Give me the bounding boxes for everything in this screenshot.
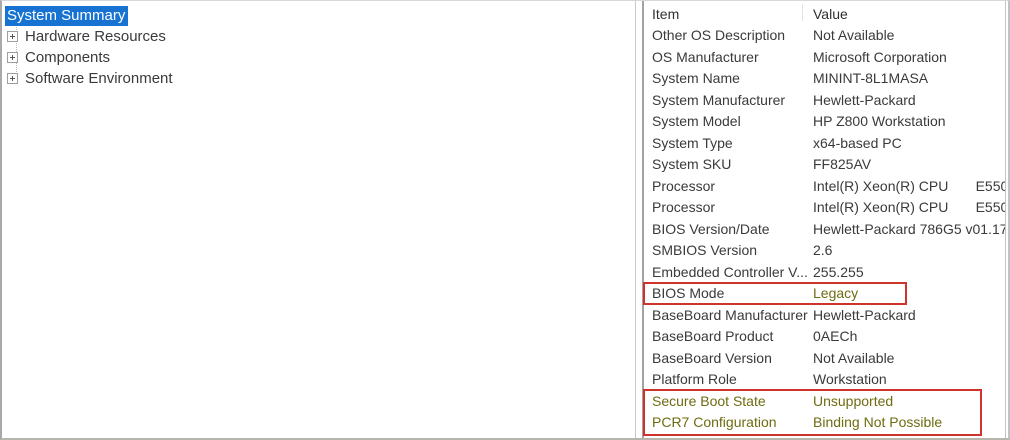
row-value: 2.6 <box>813 242 833 258</box>
row-item-label: BaseBoard Product <box>652 328 774 344</box>
row-value: Intel(R) Xeon(R) CPU E5506 @ 2.13GHz <box>813 199 1005 215</box>
tree-item-system-summary[interactable]: System Summary <box>2 5 635 26</box>
row-value: MININT-8L1MASA <box>813 70 929 86</box>
row-item-label: BIOS Version/Date <box>652 220 770 237</box>
row-value: Microsoft Corporation <box>813 48 947 65</box>
table-row[interactable]: Embedded Controller V... 255.255 <box>644 262 1005 284</box>
tree-item-label: Hardware Resources <box>25 28 166 45</box>
row-item-label: System Type <box>652 134 733 151</box>
column-header-item[interactable]: Item <box>652 6 680 22</box>
table-row[interactable]: System Name MININT-8L1MASA <box>644 68 1005 90</box>
row-item-label: Processor <box>652 199 716 215</box>
row-item-label: Platform Role <box>652 371 737 387</box>
row-item-label: BaseBoard Version <box>652 349 772 366</box>
row-value: Not Available <box>813 349 895 366</box>
tree-item-label-selected: System Summary <box>5 5 129 26</box>
row-value: Intel(R) Xeon(R) CPU E5506 @ 2.13GHz <box>813 177 1005 194</box>
row-item-label: OS Manufacturer <box>652 48 759 65</box>
pane-splitter[interactable] <box>637 1 642 438</box>
column-separator <box>802 4 803 21</box>
row-item-label: System Name <box>652 70 740 86</box>
table-row[interactable]: System Type x64-based PC <box>644 133 1005 155</box>
row-value: Workstation <box>813 371 887 387</box>
row-value: Hewlett-Packard <box>813 306 916 323</box>
row-item-label: System Manufacturer <box>652 91 786 108</box>
table-row[interactable]: BIOS Mode Legacy <box>644 283 1005 305</box>
row-item-label: Other OS Description <box>652 27 786 43</box>
table-row[interactable]: PCR7 Configuration Binding Not Possible <box>644 412 1005 434</box>
row-item-label: System Model <box>652 113 741 129</box>
row-value: Hewlett-Packard <box>813 91 916 108</box>
row-item-label: Embedded Controller V... <box>652 263 808 280</box>
table-row[interactable]: Platform Role Workstation <box>644 369 1005 391</box>
table-row[interactable]: BaseBoard Version Not Available <box>644 348 1005 370</box>
row-value: x64-based PC <box>813 134 902 151</box>
table-row[interactable]: Processor Intel(R) Xeon(R) CPU E5506 @ 2.… <box>644 176 1005 198</box>
expand-plus-icon[interactable] <box>7 73 18 84</box>
row-item-label: Secure Boot State <box>652 392 766 409</box>
table-row[interactable]: Other OS Description Not Available <box>644 25 1005 47</box>
row-item-label: BIOS Mode <box>652 285 725 301</box>
row-item-label: PCR7 Configuration <box>652 414 777 430</box>
table-row[interactable]: System Model HP Z800 Workstation <box>644 111 1005 133</box>
tree-item-label: Components <box>25 49 111 66</box>
navigation-tree-pane: System Summary Hardware Resources Compon… <box>2 1 636 438</box>
tree-item-components[interactable]: Components <box>2 47 635 68</box>
row-item-label: Processor <box>652 177 716 194</box>
row-value: Binding Not Possible <box>813 414 943 430</box>
row-value: Not Available <box>813 27 895 43</box>
table-row[interactable]: Secure Boot State Unsupported <box>644 391 1005 413</box>
table-row[interactable]: System Manufacturer Hewlett-Packard <box>644 90 1005 112</box>
expand-plus-icon[interactable] <box>7 52 18 63</box>
row-value: HP Z800 Workstation <box>813 113 946 129</box>
row-value: Legacy <box>813 285 859 301</box>
tree-item-software-environment[interactable]: Software Environment <box>2 68 635 89</box>
tree-item-hardware-resources[interactable]: Hardware Resources <box>2 26 635 47</box>
tree-connector-line <box>16 23 17 80</box>
table-row[interactable]: Processor Intel(R) Xeon(R) CPU E5506 @ 2.… <box>644 197 1005 219</box>
row-value: Unsupported <box>813 392 894 409</box>
navigation-tree: System Summary Hardware Resources Compon… <box>2 1 635 89</box>
row-item-label: BaseBoard Manufacturer <box>652 306 808 323</box>
table-row[interactable]: OS Manufacturer Microsoft Corporation <box>644 47 1005 69</box>
table-row[interactable]: BIOS Version/Date Hewlett-Packard 786G5 v… <box>644 219 1005 241</box>
row-value: FF825AV <box>813 156 872 172</box>
table-row[interactable]: System SKU FF825AV <box>644 154 1005 176</box>
table-row[interactable]: SMBIOS Version 2.6 <box>644 240 1005 262</box>
row-item-label: SMBIOS Version <box>652 242 758 258</box>
tree-item-label: Software Environment <box>25 70 173 87</box>
column-header-value[interactable]: Value <box>813 6 848 22</box>
row-value: 255.255 <box>813 263 864 280</box>
row-value: 0AECh <box>813 328 858 344</box>
expand-plus-icon[interactable] <box>7 31 18 42</box>
table-row[interactable]: BaseBoard Product 0AECh <box>644 326 1005 348</box>
row-value: Hewlett-Packard 786G5 v01.17, 8/10/2010 <box>813 220 1005 237</box>
list-header-row: Item Value <box>644 3 1005 25</box>
table-row[interactable]: BaseBoard Manufacturer Hewlett-Packard <box>644 305 1005 327</box>
row-item-label: System SKU <box>652 156 732 172</box>
